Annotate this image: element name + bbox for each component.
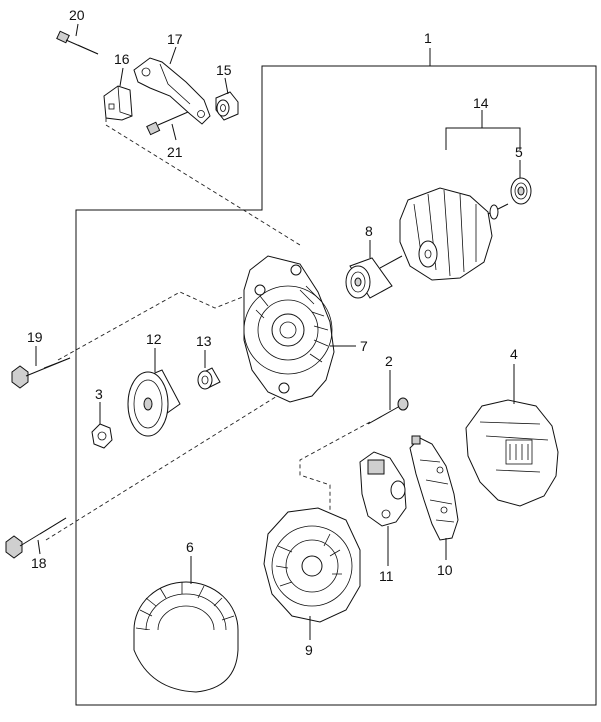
callout-6: 6 [186, 539, 194, 555]
callout-18: 18 [31, 555, 47, 571]
callout-11: 11 [379, 568, 394, 584]
nut-3 [91, 423, 113, 449]
callout-17: 17 [167, 31, 183, 47]
callout-4: 4 [510, 346, 518, 362]
callout-2: 2 [385, 353, 393, 369]
dash-bolt2-to-rear [299, 421, 371, 510]
bushing-block-16 [103, 85, 133, 121]
callout-13: 13 [196, 333, 212, 349]
callout-8: 8 [365, 223, 373, 239]
dash-bracket-to-housing [105, 118, 301, 246]
bolt-21 [146, 111, 189, 136]
front-housing-7 [243, 255, 335, 403]
callout-15: 15 [216, 62, 232, 78]
callout-10: 10 [437, 562, 453, 578]
callout-3: 3 [95, 386, 103, 402]
bolt-19 [11, 357, 71, 389]
stator-6 [133, 581, 239, 693]
callout-12: 12 [146, 331, 162, 347]
spacer-13 [197, 367, 221, 390]
pulley-12 [127, 369, 181, 437]
leader-20 [75, 23, 79, 37]
brush-holder-11 [359, 451, 407, 527]
bearing-8 [345, 257, 393, 299]
callout-5: 5 [515, 144, 523, 160]
leader-15 [224, 77, 229, 95]
callout-14: 14 [473, 95, 489, 111]
rear-cover-4 [465, 399, 559, 507]
assembly-boundary [75, 65, 597, 706]
callout-20: 20 [69, 7, 85, 23]
rectifier-10 [409, 435, 459, 541]
callout-19: 19 [27, 329, 43, 345]
rotor-14 [379, 187, 509, 281]
bolt-18 [5, 517, 67, 559]
leader-21 [171, 123, 177, 141]
bracket-17 [133, 57, 211, 125]
bearing-5 [510, 177, 532, 205]
leader-18 [37, 539, 41, 555]
callout-1: 1 [424, 30, 432, 46]
dash-bolt18-to-housing [45, 387, 291, 541]
through-bolt-2 [367, 397, 409, 425]
callout-21: 21 [167, 144, 183, 160]
bushing-15 [215, 91, 239, 121]
leader-14 [445, 110, 521, 150]
dash-bolt19-to-housing [57, 291, 251, 361]
bolt-20 [56, 30, 99, 55]
rear-housing-9 [263, 507, 361, 623]
callout-7: 7 [360, 338, 368, 354]
leader-17 [169, 46, 177, 65]
callout-16: 16 [114, 51, 130, 67]
callout-9: 9 [305, 642, 313, 658]
leader-16 [119, 67, 124, 87]
